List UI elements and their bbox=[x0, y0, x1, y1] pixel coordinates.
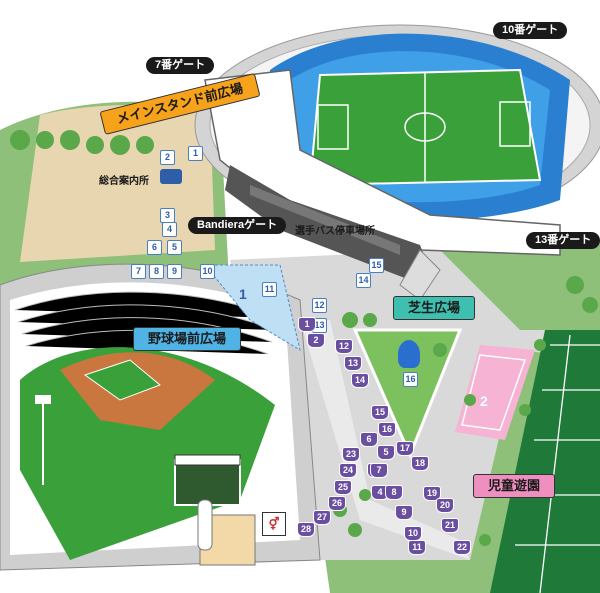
booth-marker-19: 19 bbox=[423, 486, 441, 501]
gate-10-label: 10番ゲート bbox=[493, 22, 568, 39]
spot-marker-10: 10 bbox=[200, 264, 215, 279]
booth-marker-5: 5 bbox=[377, 445, 395, 460]
booth-marker-23: 23 bbox=[342, 447, 360, 462]
booth-marker-7: 7 bbox=[370, 463, 388, 478]
spot-marker-9: 9 bbox=[167, 264, 182, 279]
booth-marker-20: 20 bbox=[436, 498, 454, 513]
spot-marker-6: 6 bbox=[147, 240, 162, 255]
gate-7-label: 7番ゲート bbox=[146, 57, 215, 74]
booth-marker-10: 10 bbox=[404, 526, 422, 541]
spot-marker-11: 11 bbox=[262, 282, 277, 297]
spot-marker-5: 5 bbox=[167, 240, 182, 255]
booth-marker-21: 21 bbox=[441, 518, 459, 533]
booth-marker-16: 16 bbox=[378, 422, 396, 437]
spot-marker-4: 4 bbox=[162, 222, 177, 237]
booth-marker-15: 15 bbox=[371, 405, 389, 420]
booth-marker-2: 2 bbox=[307, 333, 325, 348]
booth-marker-9: 9 bbox=[395, 505, 413, 520]
spot-marker-12: 12 bbox=[312, 298, 327, 313]
booth-marker-4: 4 bbox=[371, 485, 389, 500]
booth-marker-13: 13 bbox=[344, 356, 362, 371]
bus-icon bbox=[160, 169, 182, 184]
booth-marker-11: 11 bbox=[408, 540, 426, 555]
spot-marker-2: 2 bbox=[160, 150, 175, 165]
booth-marker-28: 28 bbox=[297, 522, 315, 537]
booth-marker-22: 22 bbox=[453, 540, 471, 555]
spot-marker-1: 1 bbox=[188, 146, 203, 161]
bandiera-gate-label: Bandieraゲート bbox=[188, 217, 287, 234]
spot-marker-15: 15 bbox=[369, 258, 384, 273]
area-number-1: 1 bbox=[239, 286, 247, 302]
booth-marker-25: 25 bbox=[334, 480, 352, 495]
playground-label: 児童遊園 bbox=[473, 474, 556, 498]
booth-marker-17: 17 bbox=[396, 441, 414, 456]
booth-marker-6: 6 bbox=[360, 432, 378, 447]
spot-marker-8: 8 bbox=[149, 264, 164, 279]
gate-13-label: 13番ゲート bbox=[526, 232, 600, 249]
restroom-icon: ⚥ bbox=[262, 512, 286, 536]
info-center-label: 総合案内所 bbox=[99, 176, 149, 187]
spot-marker-16: 16 bbox=[403, 372, 418, 387]
booth-marker-14: 14 bbox=[351, 373, 369, 388]
booth-marker-26: 26 bbox=[328, 496, 346, 511]
spot-marker-3: 3 bbox=[160, 208, 175, 223]
grass-plaza-label: 芝生広場 bbox=[393, 296, 476, 320]
mascot-icon bbox=[398, 340, 420, 368]
booth-marker-12: 12 bbox=[335, 339, 353, 354]
baseball-plaza-label: 野球場前広場 bbox=[133, 327, 242, 351]
area-number-2: 2 bbox=[480, 393, 488, 409]
booth-marker-24: 24 bbox=[339, 463, 357, 478]
booth-marker-18: 18 bbox=[411, 456, 429, 471]
spot-marker-7: 7 bbox=[131, 264, 146, 279]
booth-marker-8: 8 bbox=[385, 485, 403, 500]
booth-marker-1: 1 bbox=[298, 317, 316, 332]
player-bus-label: 選手バス停車場所 bbox=[295, 226, 375, 237]
spot-marker-14: 14 bbox=[356, 273, 371, 288]
booth-marker-27: 27 bbox=[313, 510, 331, 525]
